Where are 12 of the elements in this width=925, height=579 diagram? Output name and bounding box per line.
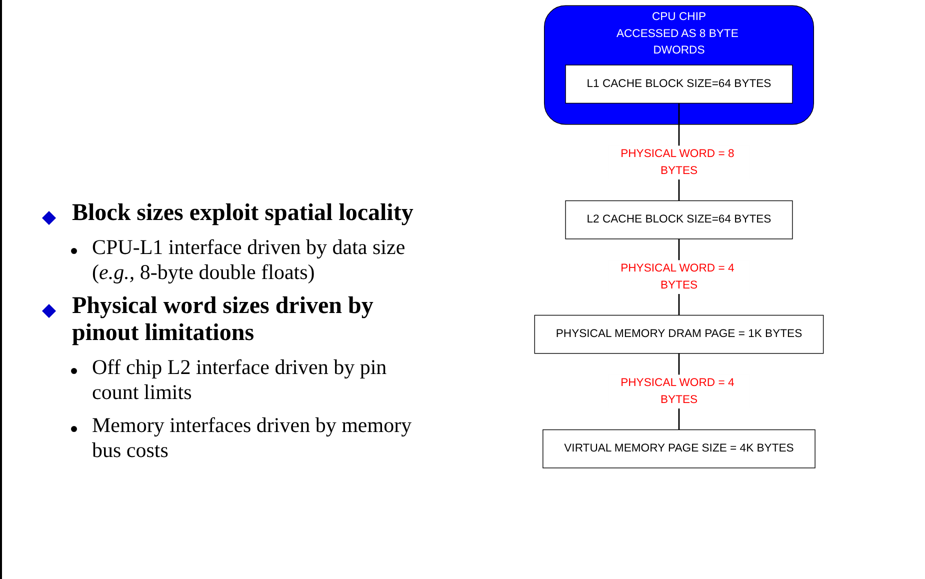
sub-bullet-text: Memory interfaces driven by memory bus costs [92, 413, 413, 463]
sub-bullet-text: Off chip L2 interface driven by pin count limits [92, 355, 388, 405]
node-box: VIRTUAL MEMORY PAGE SIZE = 4K BYTES [542, 429, 815, 468]
node-box: PHYSICAL MEMORY DRAM PAGE = 1K BYTES [534, 314, 824, 354]
sub-bullet-text: CPU-L1 interface driven by data size (e.g., 8-byte double floats) [92, 235, 406, 285]
bullet-text: Block sizes exploit spatial locality [72, 200, 414, 227]
node-box: L2 CACHE BLOCK SIZE=64 BYTES [564, 200, 792, 240]
edge-label: PHYSICAL WORD = 8 BYTES [620, 148, 734, 177]
edge-label: PHYSICAL WORD = 4 BYTES [620, 262, 734, 292]
bullet-text: Physical word sizes driven by pinout limitations [72, 293, 374, 347]
node-box: L1 CACHE BLOCK SIZE=64 BYTES [564, 64, 792, 104]
edge-label: PHYSICAL WORD = 4 BYTES [620, 376, 734, 406]
